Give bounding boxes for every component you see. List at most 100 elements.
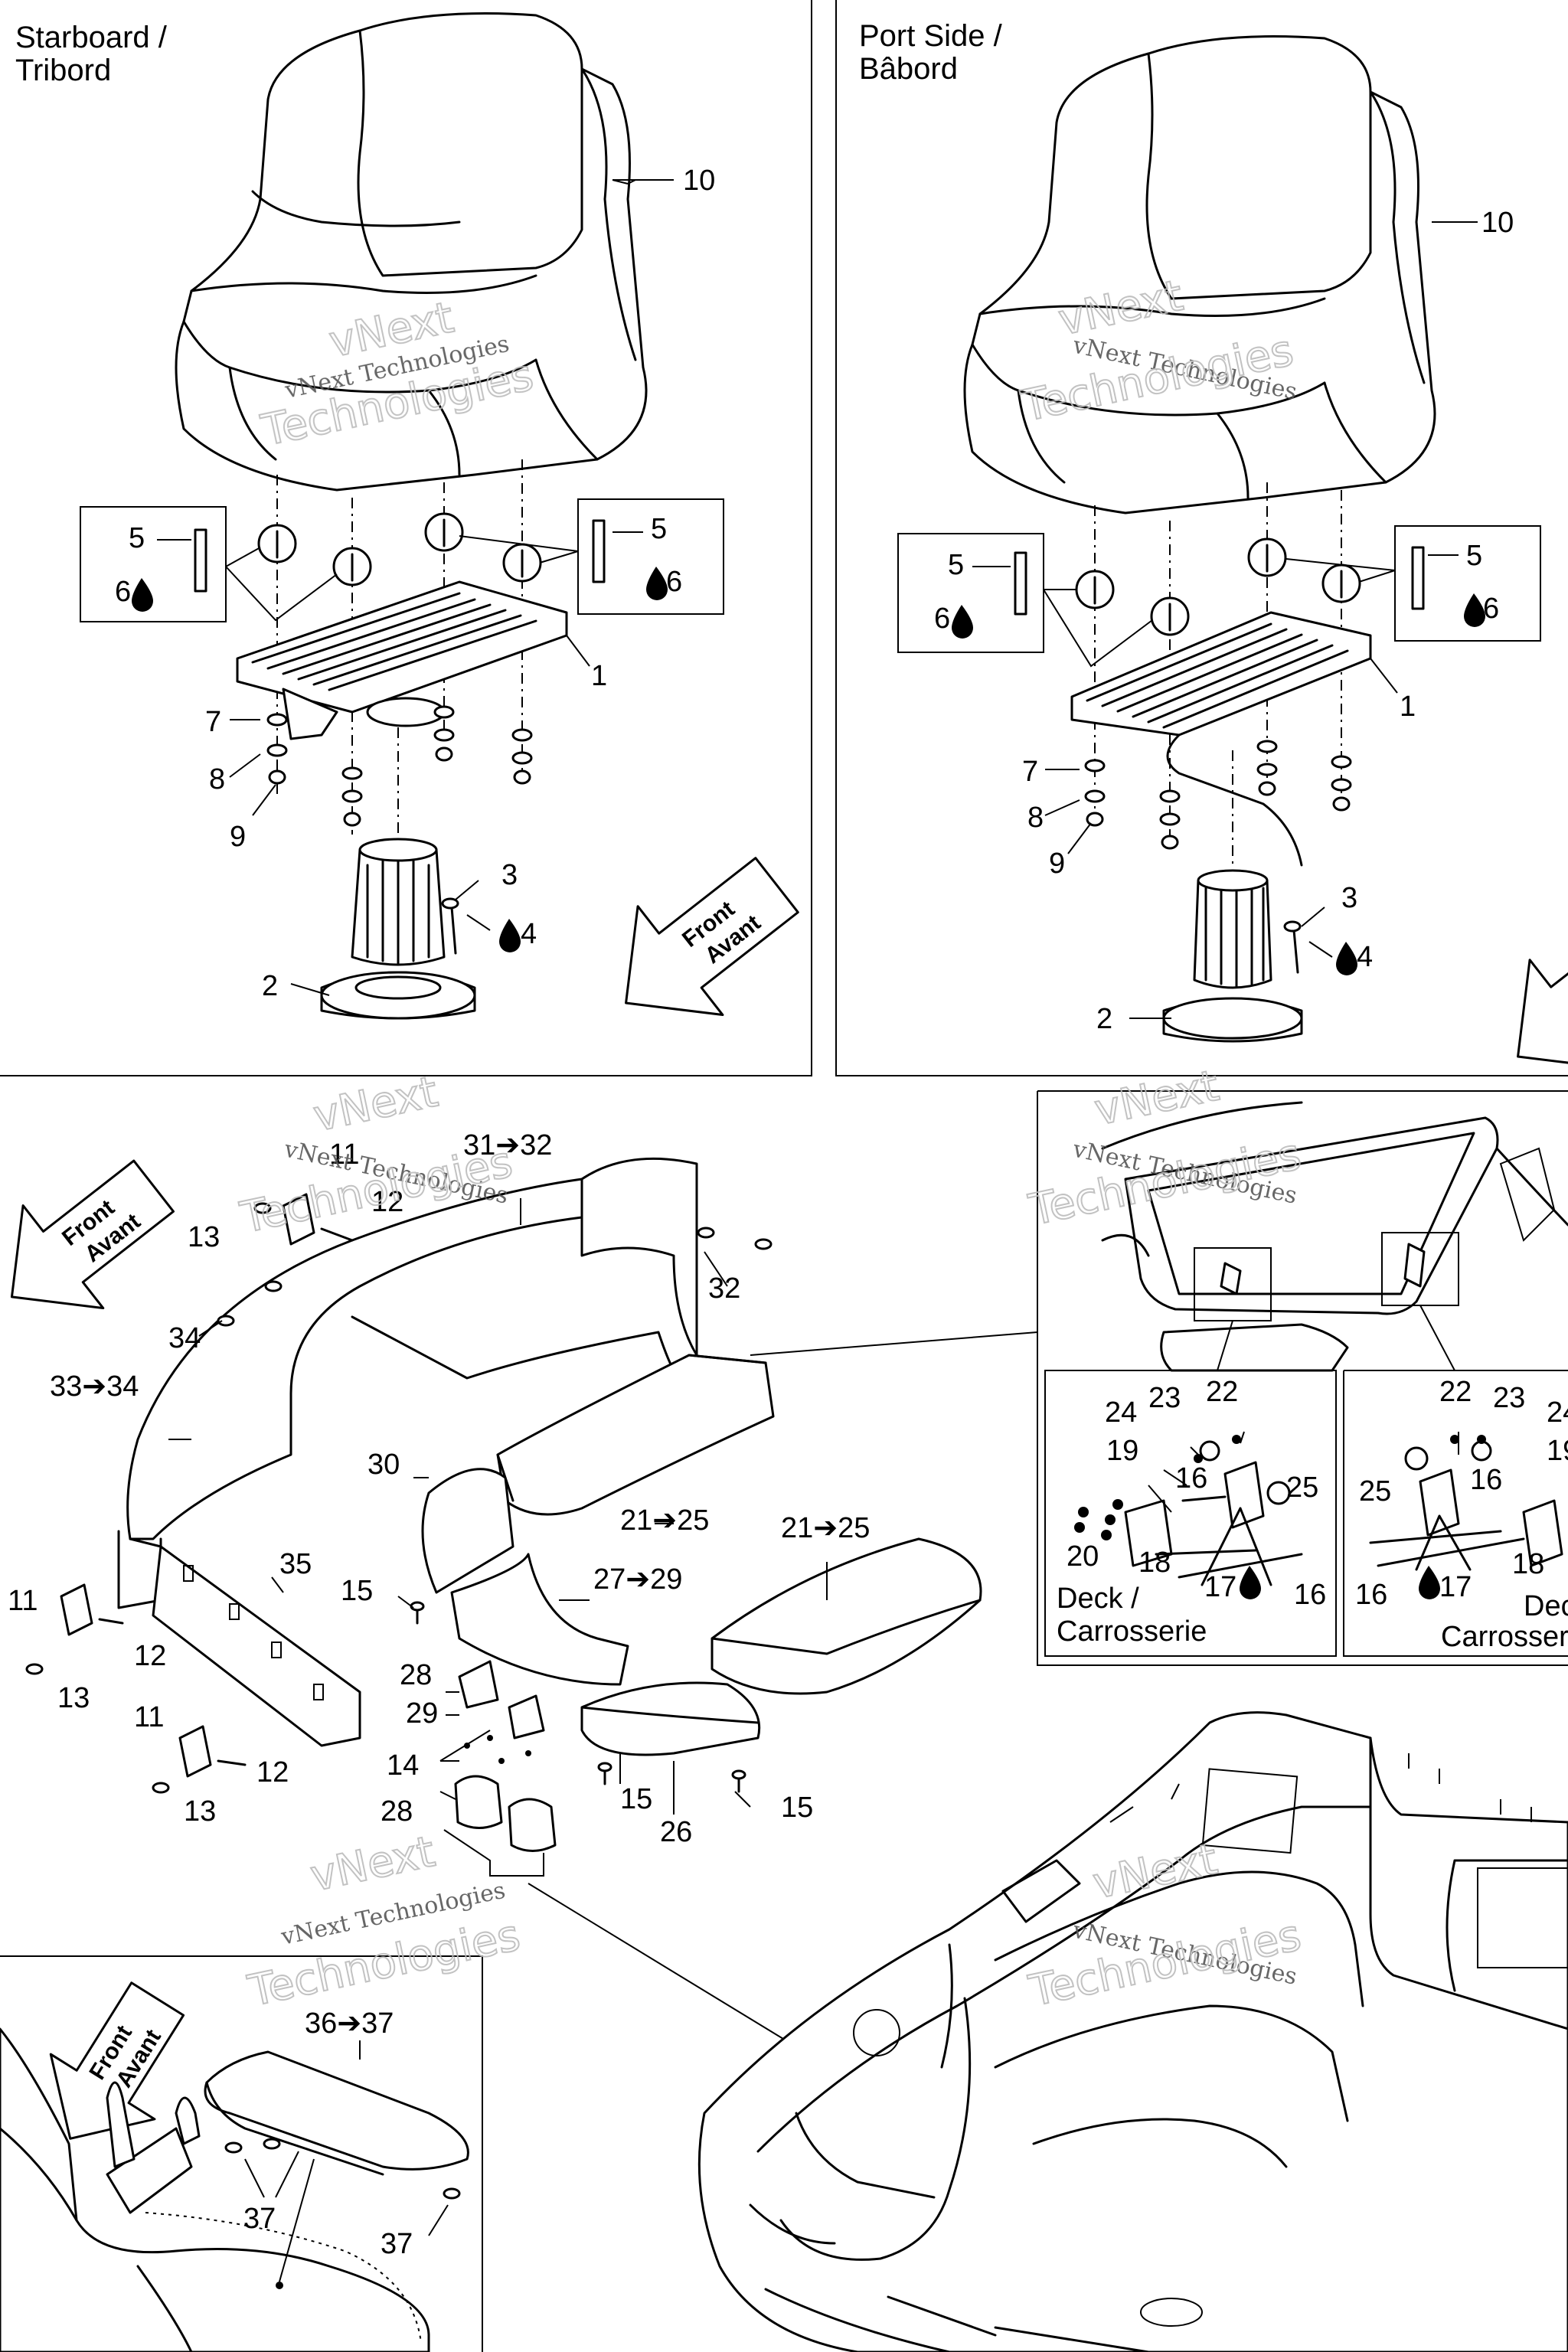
callout-9: 9 [230, 821, 246, 853]
middle-front-arrow: Front Avant [10, 1159, 175, 1310]
inset-left-callouts: 23 22 24 19 16 25 20 18 17 16 Deck / Car… [1057, 1376, 1326, 1648]
callout-12: 12 [371, 1186, 403, 1218]
callout-21-25b: 21➔25 [781, 1512, 870, 1544]
callout-11c: 11 [134, 1701, 164, 1733]
callout-5b: 5 [1466, 540, 1482, 572]
callout-1: 1 [591, 660, 607, 692]
callout-37b: 37 [381, 2228, 413, 2260]
callout-16: 16 [1175, 1462, 1207, 1494]
starboard-title-line2: Tribord [15, 54, 111, 87]
callout-14: 14 [387, 1749, 419, 1782]
callout-25: 25 [1359, 1475, 1391, 1508]
callout-23: 23 [1148, 1382, 1181, 1414]
callout-11b: 11 [8, 1585, 38, 1617]
callout-17: 17 [1204, 1571, 1236, 1603]
callout-5b: 5 [651, 513, 667, 545]
middle-callouts: 11 12 13 31➔32 32 34 33➔34 30 21➔25 21➔2… [8, 1129, 870, 1848]
drop-icon [499, 919, 521, 952]
callout-28b: 28 [381, 1795, 413, 1828]
callout-2: 2 [1096, 1003, 1112, 1035]
port-seat [897, 35, 1541, 1043]
callout-16: 16 [1470, 1464, 1502, 1496]
callout-21-25: 21➔25 [620, 1504, 709, 1537]
deck-label-right: Deck / [1524, 1590, 1568, 1622]
callout-30: 30 [368, 1449, 400, 1481]
callout-33-34: 33➔34 [50, 1370, 139, 1403]
bow-seating [25, 1157, 1038, 2144]
callout-15b: 15 [620, 1783, 652, 1815]
inset-right-callouts: 22 23 24 19 25 16 18 16 17 Deck / Carros… [1355, 1376, 1568, 1653]
starboard-callouts: 10 5 6 5 6 1 7 8 9 3 4 2 [115, 165, 715, 1002]
deck-hatch-inset [1101, 1101, 1568, 1372]
callout-11: 11 [329, 1138, 359, 1171]
drop-icon [646, 567, 668, 600]
callout-18: 18 [1138, 1547, 1171, 1579]
hinge-detail-right [1369, 1432, 1563, 1571]
port-title-line2: Bâbord [859, 52, 958, 86]
callout-3: 3 [501, 859, 518, 891]
callout-12b: 12 [134, 1640, 166, 1672]
callout-31-32: 31➔32 [463, 1129, 552, 1161]
bottom-callouts: 36➔37 37 37 [243, 2007, 413, 2260]
callout-28: 28 [400, 1659, 432, 1691]
drop-icon [952, 605, 973, 639]
callout-10: 10 [683, 165, 715, 197]
callout-10: 10 [1481, 207, 1514, 239]
callout-9: 9 [1049, 848, 1065, 880]
drop-icon [1240, 1566, 1261, 1599]
callout-35: 35 [279, 1548, 312, 1580]
callout-6: 6 [115, 576, 131, 608]
carrosserie-label-left: Carrosserie [1057, 1615, 1207, 1648]
callout-6b: 6 [666, 566, 682, 598]
callout-7: 7 [1022, 756, 1038, 788]
callout-22: 22 [1206, 1376, 1238, 1408]
drop-icon [1419, 1566, 1440, 1599]
callout-15c: 15 [781, 1792, 813, 1824]
callout-2: 2 [262, 970, 278, 1002]
callout-19: 19 [1547, 1435, 1568, 1467]
callout-7: 7 [205, 706, 221, 738]
drop-icon [132, 578, 153, 612]
callout-18: 18 [1512, 1548, 1544, 1580]
callout-12c: 12 [256, 1756, 289, 1788]
callout-23: 23 [1493, 1382, 1525, 1414]
callout-13b: 13 [57, 1682, 90, 1714]
callout-29: 29 [406, 1697, 438, 1730]
callout-5: 5 [948, 549, 964, 581]
callout-25: 25 [1286, 1472, 1318, 1504]
port-callouts: 10 5 6 5 6 1 7 8 9 3 4 2 [934, 207, 1514, 1035]
watermark-outline: vNext [1090, 1061, 1223, 1136]
callout-24: 24 [1105, 1396, 1137, 1429]
callout-4: 4 [521, 918, 537, 950]
starboard-seat [80, 12, 724, 1020]
callout-17: 17 [1439, 1571, 1472, 1603]
callout-32: 32 [708, 1272, 740, 1305]
deck-label-left: Deck / [1057, 1583, 1139, 1615]
front-arrow-icon: Front Avant [1517, 910, 1568, 1070]
callout-34: 34 [168, 1322, 201, 1354]
callout-3: 3 [1341, 882, 1357, 914]
front-arrow-icon: Front Avant [625, 857, 799, 1017]
watermark-outline: vNext [309, 1067, 443, 1142]
callout-37: 37 [243, 2203, 276, 2235]
armrest-console [0, 2027, 469, 2352]
callout-8: 8 [1027, 802, 1044, 834]
callout-27-29: 27➔29 [593, 1563, 682, 1596]
callout-13c: 13 [184, 1795, 216, 1828]
callout-24: 24 [1547, 1396, 1568, 1429]
hull-drawing [697, 1711, 1568, 2352]
callout-22: 22 [1439, 1376, 1472, 1408]
drop-icon [1464, 593, 1485, 627]
callout-15: 15 [341, 1575, 373, 1607]
starboard-title: Starboard / Tribord [15, 21, 168, 87]
callout-4: 4 [1357, 941, 1373, 973]
watermark-outline: vNext [306, 1827, 439, 1902]
callout-1: 1 [1400, 691, 1416, 723]
port-title-line1: Port Side / [859, 19, 1003, 53]
callout-6b: 6 [1483, 593, 1499, 625]
callout-36-37: 36➔37 [305, 2007, 394, 2040]
carrosserie-label-right: Carrosserie [1441, 1621, 1568, 1653]
callout-16b: 16 [1355, 1579, 1387, 1611]
callout-20: 20 [1067, 1540, 1099, 1573]
